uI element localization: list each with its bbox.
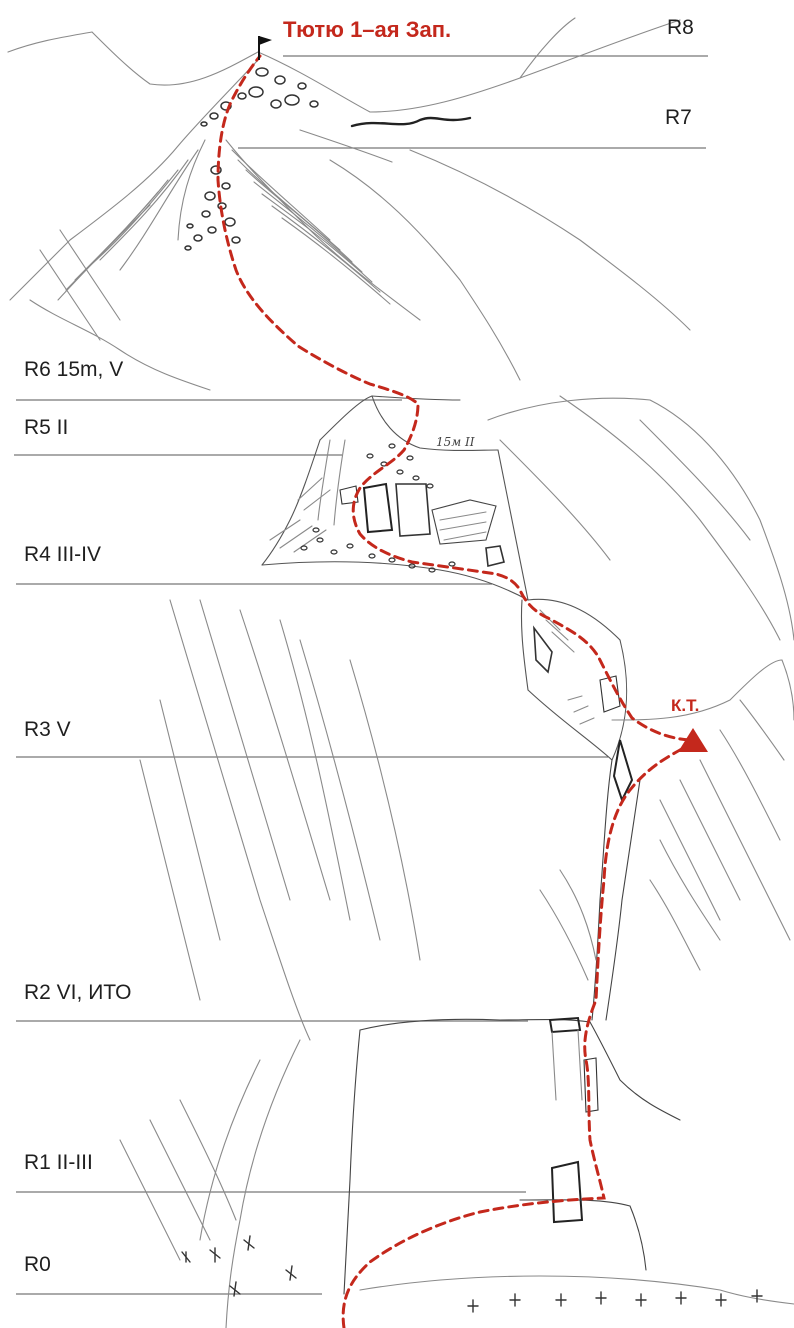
section-label-r7: R7 [665, 107, 692, 128]
section-label-r8: R8 [667, 17, 694, 38]
summit-name: Тютю 1–ая Зап. [283, 19, 451, 41]
section-label-r3: R3 V [24, 719, 71, 740]
wall-note: 15м II [436, 436, 475, 448]
section-label-r2: R2 VI, ИТО [24, 982, 132, 1003]
section-label-r6: R6 15m, V [24, 359, 123, 380]
section-label-r5: R5 II [24, 417, 68, 438]
section-label-r0: R0 [24, 1254, 51, 1275]
section-label-r1: R1 II-III [24, 1152, 93, 1173]
control-point-label: К.Т. [671, 697, 699, 714]
mountain-sketch [8, 18, 794, 1328]
route-line [218, 56, 694, 1328]
section-label-r4: R4 III-IV [24, 544, 101, 565]
